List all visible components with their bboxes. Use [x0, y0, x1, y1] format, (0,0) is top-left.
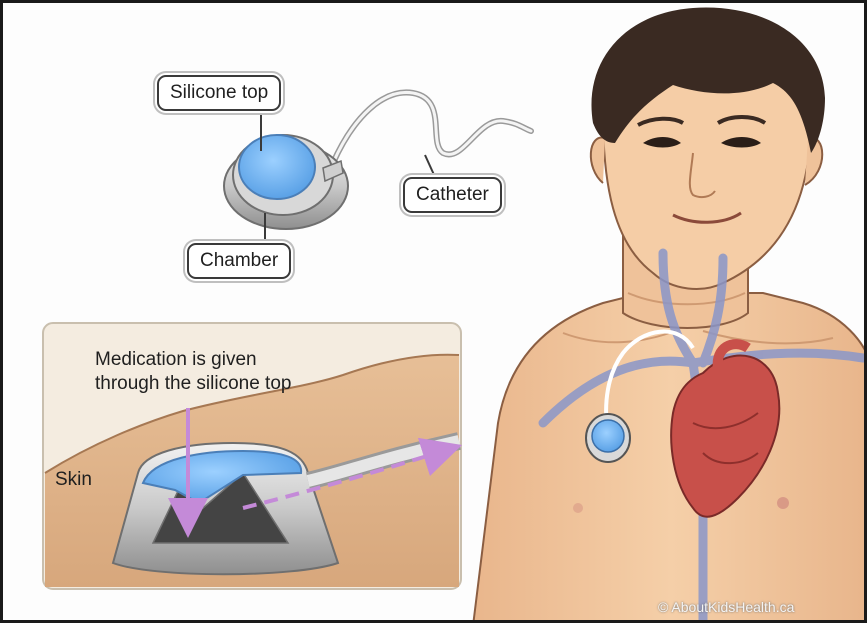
catheter-tube: [333, 92, 531, 163]
skin-label: Skin: [55, 468, 92, 491]
catheter-label: Catheter: [403, 177, 502, 213]
inset-caption-line2: through the silicone top: [95, 372, 291, 395]
implanted-port: [586, 414, 630, 462]
inset-caption-line1: Medication is given: [95, 348, 257, 371]
port-diagram-svg: [3, 3, 867, 623]
chamber-label: Chamber: [187, 243, 291, 279]
silicone-top-label: Silicone top: [157, 75, 281, 111]
copyright-credit: © AboutKidsHealth.ca: [658, 599, 794, 615]
